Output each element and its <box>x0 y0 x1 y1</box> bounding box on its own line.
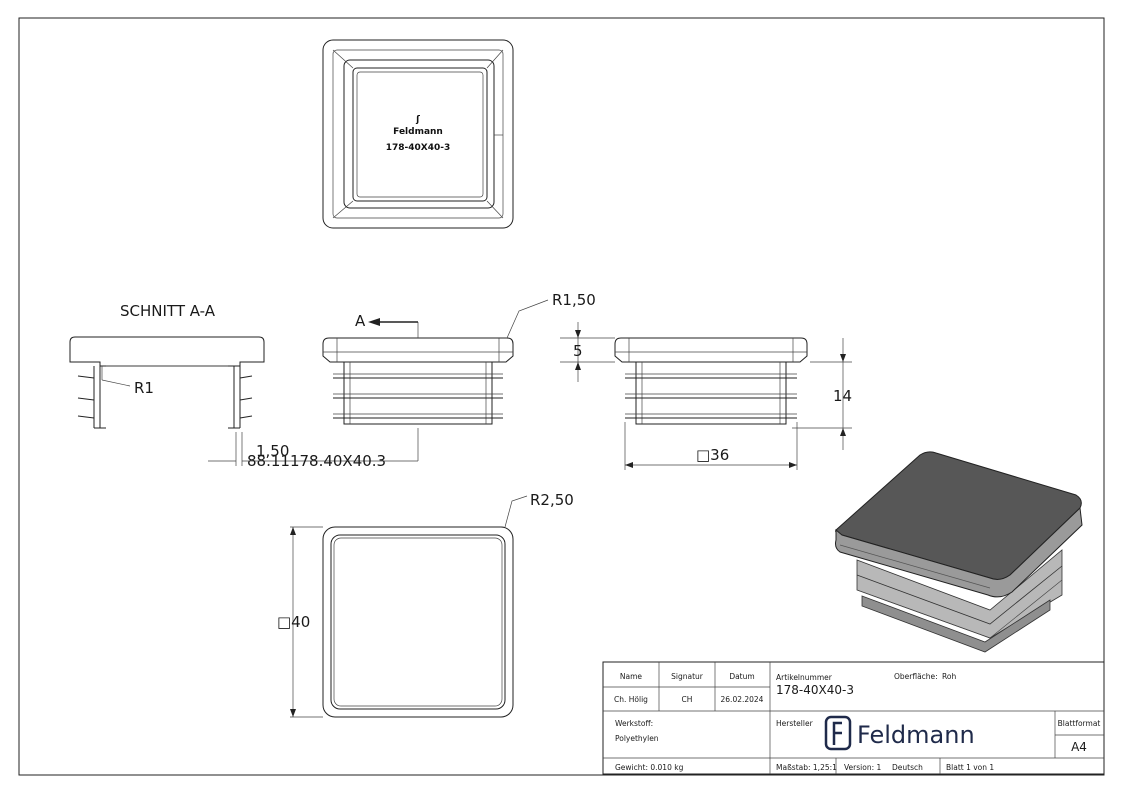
tb-name-value: Ch. Hölig <box>614 695 648 704</box>
tb-version: Version: 1 <box>844 763 881 772</box>
tb-blattformat-value: A4 <box>1071 740 1087 754</box>
tb-signatur-header: Signatur <box>671 672 704 681</box>
tb-massstab: Maßstab: 1,25:1 <box>776 763 837 772</box>
tb-blattformat-label: Blattformat <box>1058 719 1101 728</box>
tb-werkstoff-value: Polyethylen <box>615 734 659 743</box>
tb-oberflaeche-value: Roh <box>942 672 956 681</box>
tb-artikel-value: 178-40X40-3 <box>776 683 854 697</box>
dim-r-corner: R2,50 <box>530 491 574 509</box>
tb-werkstoff-label: Werkstoff: <box>615 719 653 728</box>
tb-sprache: Deutsch <box>892 763 923 772</box>
dim-height-total: 14 <box>833 387 852 405</box>
overlap-text: 88.11178.40X40.3 <box>247 452 386 470</box>
tb-signatur-value: CH <box>682 695 693 704</box>
front-view: 5 14 □36 <box>560 322 852 470</box>
dim-partial: 1,50 <box>256 442 289 460</box>
section-marker: A <box>355 312 366 330</box>
dim-r-inner: R1 <box>134 379 154 397</box>
section-view: SCHNITT A-A R1 1,50 <box>69 302 289 466</box>
stamp-brand: Feldmann <box>393 127 443 137</box>
dim-width-outer: □40 <box>277 613 310 631</box>
sheet-border <box>18 17 1105 776</box>
tb-oberflaeche-label: Oberfläche: <box>894 672 938 681</box>
dim-r-outer: R1,50 <box>552 291 596 309</box>
title-block: Name Signatur Datum Ch. Hölig CH 26.02.2… <box>602 661 1105 775</box>
stamp-article: 178-40X40-3 <box>386 143 451 153</box>
feldmann-logo-icon <box>824 715 852 751</box>
tb-datum-value: 26.02.2024 <box>721 695 764 704</box>
tb-name-header: Name <box>620 672 643 681</box>
bottom-view: □40 R2,50 <box>277 491 574 718</box>
dim-width-inner: □36 <box>696 446 729 464</box>
tb-logo-text: Feldmann <box>857 721 975 749</box>
iso-render <box>835 451 1083 653</box>
tb-artikel-label: Artikelnummer <box>776 673 833 682</box>
tb-hersteller-label: Hersteller <box>776 719 814 728</box>
dim-height-top: 5 <box>573 342 583 360</box>
tb-datum-header: Datum <box>729 672 754 681</box>
top-view: ʃ Feldmann 178-40X40-3 <box>322 39 514 229</box>
stamp-logo-icon: ʃ <box>415 115 420 125</box>
side-view: A 88.11178.40X40.3 R1,50 <box>242 291 596 470</box>
tb-blatt: Blatt 1 von 1 <box>946 763 994 772</box>
tb-gewicht: Gewicht: 0.010 kg <box>615 763 684 772</box>
section-label: SCHNITT A-A <box>120 302 216 320</box>
